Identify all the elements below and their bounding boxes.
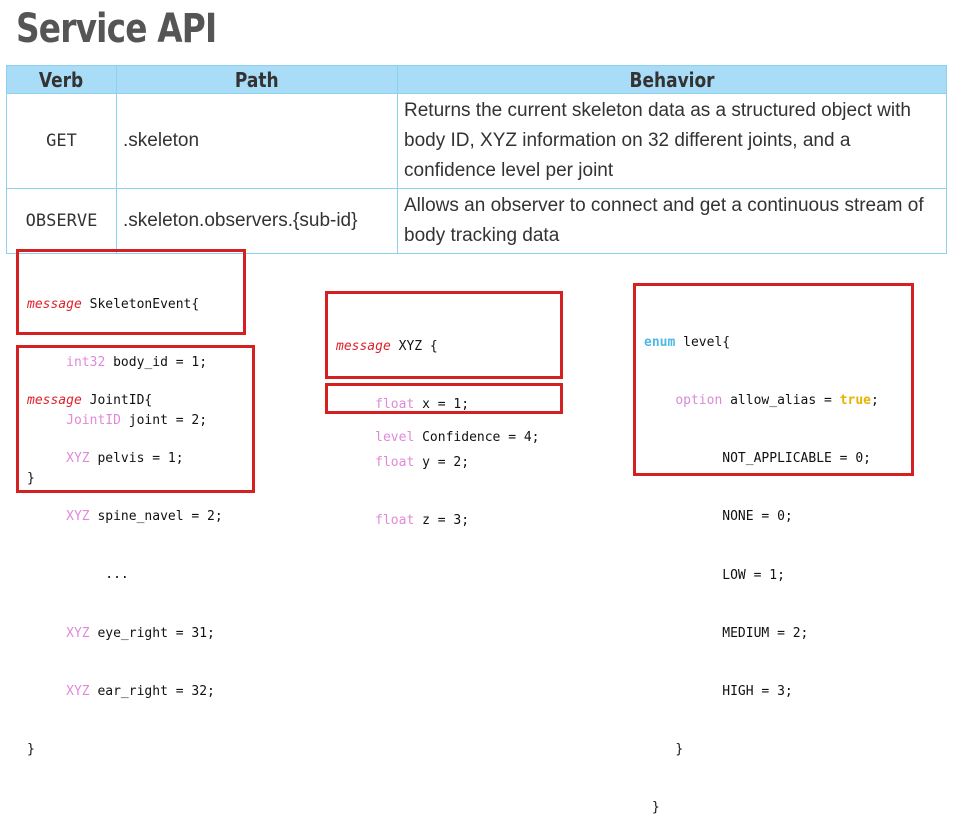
page-title: Service API [16,6,217,52]
cell-verb: GET [6,93,117,189]
header-path: Path [116,65,398,94]
cell-verb: OBSERVE [6,188,117,254]
code-box-xyz: message XYZ { float x = 1; float y = 2; … [325,291,563,528]
cell-path: .skeleton [116,93,398,189]
header-behavior: Behavior [397,65,947,94]
header-verb: Verb [6,65,117,94]
code-box-joint-id: message JointID{ XYZ pelvis = 1; XYZ spi… [16,345,255,757]
code-box-level-enum: enum level{ option allow_alias = true; N… [633,283,914,815]
table-row: OBSERVE .skeleton.observers.{sub-id} All… [6,188,947,254]
cell-behavior: Allows an observer to connect and get a … [397,188,947,254]
code-box-confidence: level Confidence = 4; [325,383,563,445]
cell-behavior: Returns the current skeleton data as a s… [397,93,947,189]
table-header-row: Verb Path Behavior [6,65,947,94]
api-table: Verb Path Behavior GET .skeleton Returns… [6,65,947,254]
table-row: GET .skeleton Returns the current skelet… [6,93,947,189]
cell-path: .skeleton.observers.{sub-id} [116,188,398,254]
code-box-skeleton-event: message SkeletonEvent{ int32 body_id = 1… [16,249,246,486]
